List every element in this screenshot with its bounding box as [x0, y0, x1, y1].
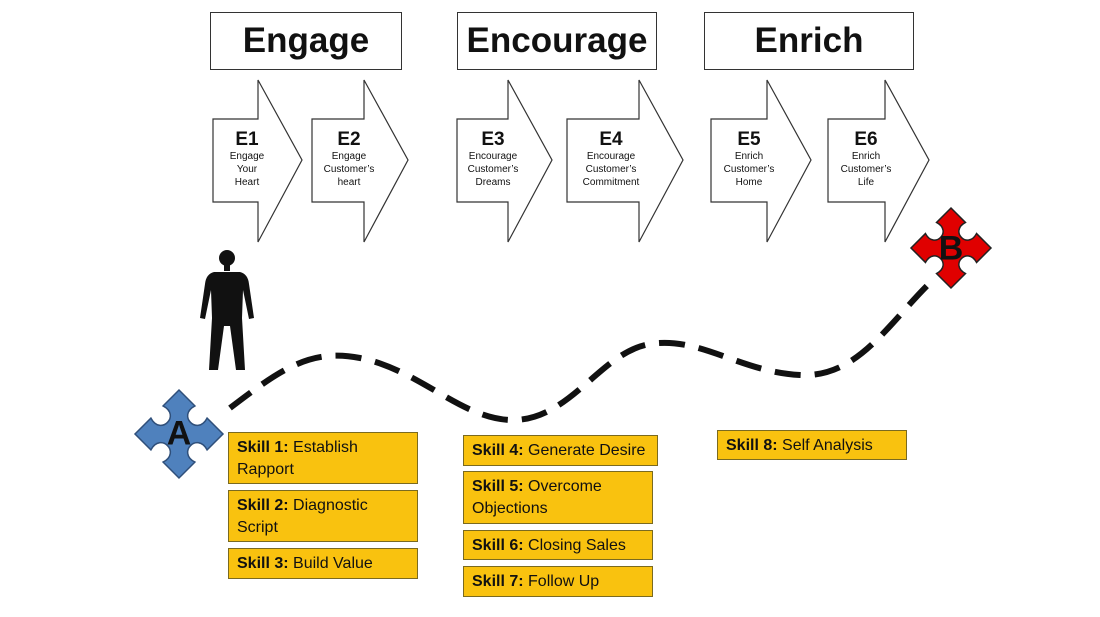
skill-id: Skill 4: [472, 442, 524, 459]
skill-id: Skill 6: [472, 537, 524, 554]
chevron-arrow-e1 [212, 79, 303, 243]
chevron-arrow-e4 [566, 79, 684, 243]
skill-box: Skill 1: Establish Rapport [228, 432, 418, 484]
arrow-text: Commitment [582, 177, 640, 188]
arrow-label-e4: E4 Encourage Customer’s Commitment [583, 130, 640, 189]
end-puzzle-piece [909, 206, 993, 290]
skill-id: Skill 3: [237, 555, 289, 572]
skill-id: Skill 8: [726, 437, 778, 454]
skill-text: Establish Rapport [237, 439, 358, 478]
person-silhouette-icon [200, 250, 254, 370]
arrow-text: Encourage [468, 151, 518, 162]
skill-text: Generate Desire [528, 442, 646, 459]
phase-title-enrich: Enrich [704, 12, 914, 70]
chevron-arrow-e2 [311, 79, 409, 243]
skill-id: Skill 5: [472, 478, 524, 495]
skill-text: Build Value [293, 555, 373, 572]
arrow-text: Customer’s [723, 164, 775, 175]
skill-text: Self Analysis [782, 437, 873, 454]
skill-text: Diagnostic Script [237, 497, 368, 536]
chevron-arrow-e5 [710, 79, 812, 243]
skill-text: Closing Sales [528, 537, 626, 554]
arrow-text: Home [735, 177, 763, 188]
arrow-text: Heart [234, 177, 260, 188]
skill-box: Skill 5: Overcome Objections [463, 471, 653, 524]
skill-text: Overcome Objections [472, 478, 602, 517]
arrow-code: E1 [235, 129, 259, 150]
arrow-text: Life [857, 177, 875, 188]
arrow-label-e5: E5 Enrich Customer’s Home [724, 130, 775, 189]
arrow-label-e3: E3 Encourage Customer’s Dreams [468, 130, 519, 189]
arrow-text: Encourage [586, 151, 636, 162]
phase-title-engage: Engage [210, 12, 402, 70]
arrow-code: E3 [481, 129, 505, 150]
arrow-code: E5 [737, 129, 761, 150]
arrow-label-e6: E6 Enrich Customer’s Life [841, 130, 892, 189]
skill-text: Follow Up [528, 573, 600, 590]
arrow-code: E6 [854, 129, 878, 150]
skill-box: Skill 2: Diagnostic Script [228, 490, 418, 542]
arrow-text: Dreams [475, 177, 511, 188]
arrow-label-e1: E1 Engage Your Heart [230, 130, 264, 189]
end-label: B [938, 229, 964, 268]
skill-box: Skill 3: Build Value [228, 548, 418, 579]
arrow-code: E4 [599, 129, 623, 150]
skill-box: Skill 6: Closing Sales [463, 530, 653, 560]
start-label: A [166, 414, 192, 453]
arrow-text: Customer’s [840, 164, 892, 175]
chevron-arrow-e6 [827, 79, 930, 243]
skill-box: Skill 4: Generate Desire [463, 435, 658, 466]
arrow-text: Customer’s [323, 164, 375, 175]
skill-box: Skill 8: Self Analysis [717, 430, 907, 460]
skill-id: Skill 2: [237, 497, 289, 514]
arrow-text: Enrich [734, 151, 764, 162]
arrow-code: E2 [337, 129, 361, 150]
arrow-text: heart [337, 177, 361, 188]
skill-box: Skill 7: Follow Up [463, 566, 653, 597]
phase-title-encourage: Encourage [457, 12, 657, 70]
arrow-text: Customer’s [467, 164, 519, 175]
start-puzzle-piece [133, 388, 225, 480]
arrow-text: Customer’s [585, 164, 637, 175]
arrow-text: Your [236, 164, 258, 175]
arrow-text: Engage [229, 151, 265, 162]
arrow-label-e2: E2 Engage Customer’s heart [324, 130, 375, 189]
journey-path [228, 275, 938, 424]
chevron-arrow-e3 [456, 79, 553, 243]
arrow-text: Engage [331, 151, 367, 162]
arrow-text: Enrich [851, 151, 881, 162]
skill-id: Skill 7: [472, 573, 524, 590]
chevron-arrows [212, 79, 930, 243]
skill-id: Skill 1: [237, 439, 289, 456]
